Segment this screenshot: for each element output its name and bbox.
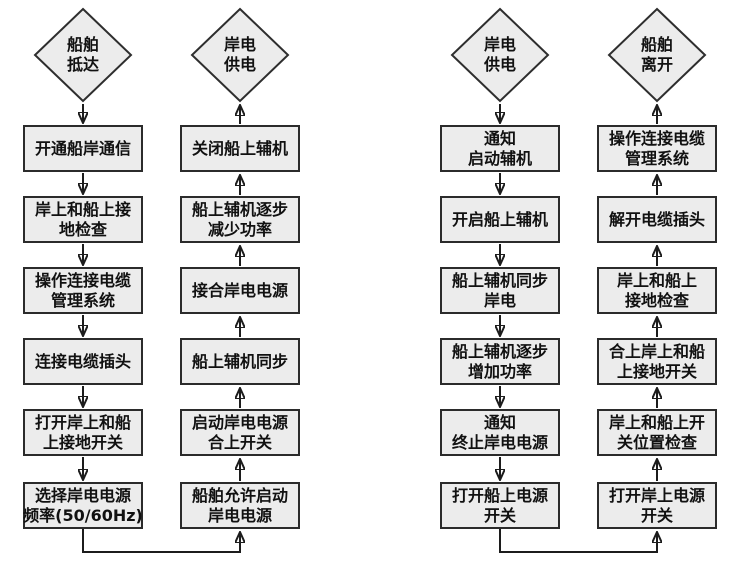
step-shore-ship-grounding-check: 岸上和船上接 地检查 <box>23 196 143 243</box>
diamond-label: 船舶 离开 <box>640 35 673 74</box>
step-aux-sync-shore-power: 船上辅机同步 岸电 <box>440 267 560 314</box>
step-operate-cable-management-system: 操作连接电缆 管理系统 <box>23 267 143 314</box>
step-engage-shore-power: 接合岸电电源 <box>180 267 300 314</box>
step-connect-cable-plug: 连接电缆插头 <box>23 338 143 385</box>
diamond-label: 岸电 供电 <box>223 35 256 74</box>
step-ship-permit-start-shore-power: 船舶允许启动 岸电电源 <box>180 482 300 529</box>
step-aux-reduce-power: 船上辅机逐步 减少功率 <box>180 196 300 243</box>
step-shutdown-ship-auxiliary: 关闭船上辅机 <box>180 125 300 172</box>
diamond-ship-arrival: 船舶 抵达 <box>33 7 133 103</box>
step-open-ship-power-switch: 打开船上电源 开关 <box>440 482 560 529</box>
step-start-ship-auxiliary: 开启船上辅机 <box>440 196 560 243</box>
step-operate-cable-management-system-2: 操作连接电缆 管理系统 <box>597 125 717 172</box>
diamond-shape <box>33 7 133 103</box>
step-aux-increase-power: 船上辅机逐步 增加功率 <box>440 338 560 385</box>
step-select-shore-power-frequency: 选择岸电电源 频率(50/60Hz) <box>23 482 143 529</box>
diamond-label: 岸电 供电 <box>483 35 516 74</box>
step-switch-position-check: 岸上和船上开 关位置检查 <box>597 409 717 456</box>
connector-col3-to-col4 <box>499 529 657 553</box>
diamond-shore-power-supply-left: 岸电 供电 <box>190 7 290 103</box>
diamond-shape <box>607 7 707 103</box>
step-ship-aux-synchronize: 船上辅机同步 <box>180 338 300 385</box>
diamond-shore-power-supply-right: 岸电 供电 <box>450 7 550 103</box>
diamond-shape <box>190 7 290 103</box>
step-notify-start-auxiliary: 通知 启动辅机 <box>440 125 560 172</box>
step-start-shore-power-close-switch: 启动岸电电源 合上开关 <box>180 409 300 456</box>
step-open-grounding-switches: 打开岸上和船 上接地开关 <box>23 409 143 456</box>
diamond-ship-departure: 船舶 离开 <box>607 7 707 103</box>
connector-col1-to-col2 <box>82 529 240 553</box>
step-close-grounding-switches: 合上岸上和船 上接地开关 <box>597 338 717 385</box>
step-grounding-check-2: 岸上和船上 接地检查 <box>597 267 717 314</box>
step-open-shore-power-switch: 打开岸上电源 开关 <box>597 482 717 529</box>
step-disconnect-cable-plug: 解开电缆插头 <box>597 196 717 243</box>
diamond-shape <box>450 7 550 103</box>
step-open-ship-shore-communication: 开通船岸通信 <box>23 125 143 172</box>
step-notify-terminate-shore-power: 通知 终止岸电电源 <box>440 409 560 456</box>
diamond-label: 船舶 抵达 <box>66 35 99 74</box>
